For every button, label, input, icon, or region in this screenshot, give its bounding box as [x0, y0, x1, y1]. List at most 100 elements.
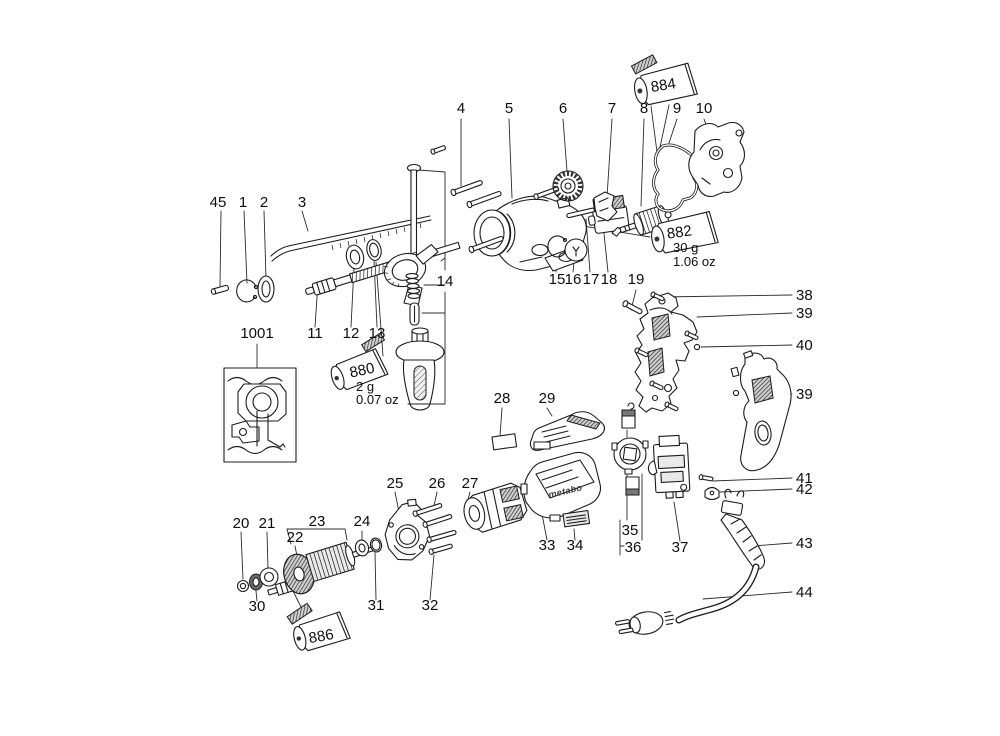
- callout-34: 34: [567, 537, 584, 554]
- callout-26: 26: [429, 475, 446, 492]
- tube-labels: 884 882 30 g 1.06 oz 880 2 g 0.07 oz 886: [307, 75, 715, 647]
- part-14-side-handle-assembly: [383, 163, 445, 411]
- callout-19: 19: [628, 271, 645, 288]
- part-6-gear: [552, 170, 584, 202]
- part-16-disc: [564, 238, 588, 262]
- callout-10: 10: [696, 100, 713, 117]
- part-3-rod: [270, 215, 432, 262]
- callout-5: 5: [505, 100, 513, 117]
- tube-882-weight-oz: 1.06 oz: [673, 254, 716, 269]
- callout-43: 43: [796, 535, 813, 552]
- callout-8: 8: [640, 100, 648, 117]
- callout-14: 14: [437, 273, 454, 290]
- part-45-pin: [210, 284, 230, 295]
- part-9-gasket: [652, 143, 699, 213]
- part-44-cable-plug: [615, 563, 760, 635]
- callout-15: 15: [549, 271, 566, 288]
- part-33-motor-housing: metabo: [520, 451, 602, 522]
- callout-20: 20: [233, 515, 250, 532]
- callout-42: 42: [796, 481, 813, 498]
- part-34-sticker: [562, 509, 591, 528]
- callout-29: 29: [539, 390, 556, 407]
- callout-23: 23: [309, 513, 326, 530]
- callout-35: 35: [622, 522, 639, 539]
- tube-884-label: 884: [650, 75, 677, 96]
- part-22-armature: [267, 541, 374, 596]
- callout-1: 1: [239, 194, 247, 211]
- callout-39: 39: [796, 305, 813, 322]
- part-5-gear-housing: [473, 195, 587, 272]
- callout-39b: 39: [796, 386, 813, 403]
- part-38-screws: [634, 291, 699, 412]
- callout-37: 37: [672, 539, 689, 556]
- callout-4: 4: [457, 100, 465, 117]
- callout-44: 44: [796, 584, 813, 601]
- part-10-bearing-bracket: [688, 121, 746, 197]
- callout-36: 36: [625, 539, 642, 556]
- grease-tube-884: [630, 54, 698, 106]
- part-31-oring: [369, 537, 383, 553]
- grease-tube-882: [651, 210, 719, 254]
- part-42-cable-clamp: [704, 486, 720, 501]
- callout-7: 7: [608, 100, 616, 117]
- part-19-screw: [622, 300, 643, 315]
- callout-28: 28: [494, 390, 511, 407]
- part-37-switch: [647, 434, 691, 499]
- callout-17: 17: [583, 271, 600, 288]
- tube-882-weight-g: 30 g: [673, 240, 698, 255]
- tube-880-label: 880: [348, 360, 376, 382]
- callout-6: 6: [559, 100, 567, 117]
- callout-27: 27: [462, 475, 479, 492]
- part-14-spring: [405, 273, 421, 299]
- callout-33: 33: [539, 537, 556, 554]
- part-4-screws: [430, 145, 560, 254]
- callout-31: 31: [368, 597, 385, 614]
- part-20-ring: [236, 579, 250, 593]
- tube-886-label: 886: [307, 626, 335, 647]
- part-26-screws: [412, 503, 453, 528]
- part-40-nub: [693, 343, 701, 351]
- part-43-cable-sleeve: [720, 488, 765, 570]
- part-21-bearing: [259, 567, 279, 587]
- part-12-bearing: [345, 244, 365, 270]
- part-25-bearing-bracket: [384, 498, 431, 561]
- part-29-top-cover: [529, 411, 605, 451]
- part-1001-kit-box: [223, 367, 297, 463]
- callout-labels: 45 1 2 3 4 5 6 7 8 9 10 11 12 13 1001 14…: [210, 100, 813, 615]
- callout-18: 18: [601, 271, 618, 288]
- callout-3: 3: [298, 194, 306, 211]
- callout-12: 12: [343, 325, 360, 342]
- grease-tube-886: [286, 602, 351, 652]
- callout-45: 45: [210, 194, 227, 211]
- tube-880-weight-g: 2 g: [356, 379, 374, 394]
- callout-22: 22: [287, 529, 304, 546]
- part-2-washer: [257, 275, 275, 303]
- callout-24: 24: [354, 513, 371, 530]
- part-35-brushes: [621, 402, 640, 496]
- callout-40: 40: [796, 337, 813, 354]
- part-27-stator: [463, 482, 534, 533]
- part-18-clamp: [593, 191, 618, 222]
- part-41-screw: [698, 474, 714, 482]
- part-24-bearing: [354, 539, 370, 557]
- part-39b-handle-half: [730, 350, 792, 472]
- callout-30: 30: [249, 598, 266, 615]
- callout-21: 21: [259, 515, 276, 532]
- callout-38: 38: [796, 287, 813, 304]
- callout-2: 2: [260, 194, 268, 211]
- part-32-screws: [426, 529, 457, 555]
- callout-16: 16: [565, 271, 582, 288]
- part-36-brush-holder-plate: [611, 437, 649, 475]
- callout-13: 13: [369, 325, 386, 342]
- tube-880-weight-oz: 0.07 oz: [356, 392, 399, 407]
- callout-25: 25: [387, 475, 404, 492]
- part-17-pin: [566, 207, 595, 219]
- callout-11: 11: [307, 325, 323, 342]
- grease-tube-880: [330, 332, 389, 391]
- part-13-ring: [366, 239, 382, 261]
- callout-9: 9: [673, 100, 681, 117]
- callout-32: 32: [422, 597, 439, 614]
- callout-1001: 1001: [240, 325, 273, 342]
